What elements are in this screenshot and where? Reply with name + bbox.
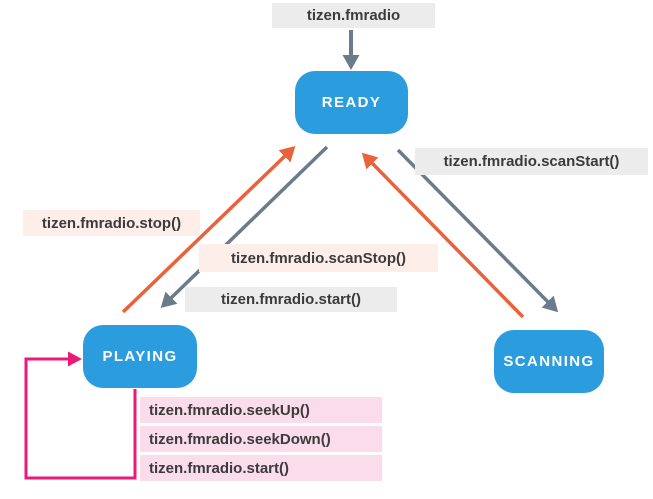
state-ready: READY — [295, 71, 408, 134]
self-start-label: tizen.fmradio.start() — [140, 455, 382, 481]
state-scanning: SCANNING — [494, 330, 604, 393]
seek-up-label: tizen.fmradio.seekUp() — [140, 397, 382, 423]
scan-start-arrow — [396, 148, 559, 313]
api-namespace-label: tizen.fmradio — [272, 3, 435, 28]
scan-stop-transition-label: tizen.fmradio.scanStop() — [199, 244, 438, 272]
start-transition-label: tizen.fmradio.start() — [185, 287, 397, 312]
stop-arrow — [121, 145, 296, 314]
scan-stop-arrow — [361, 152, 525, 319]
state-playing: PLAYING — [83, 325, 197, 388]
scan-start-transition-label: tizen.fmradio.scanStart() — [415, 148, 648, 175]
self-loop-arrow — [24, 351, 137, 480]
start-arrow — [160, 145, 329, 309]
stop-transition-label: tizen.fmradio.stop() — [23, 210, 200, 236]
seek-down-label: tizen.fmradio.seekDown() — [140, 426, 382, 452]
